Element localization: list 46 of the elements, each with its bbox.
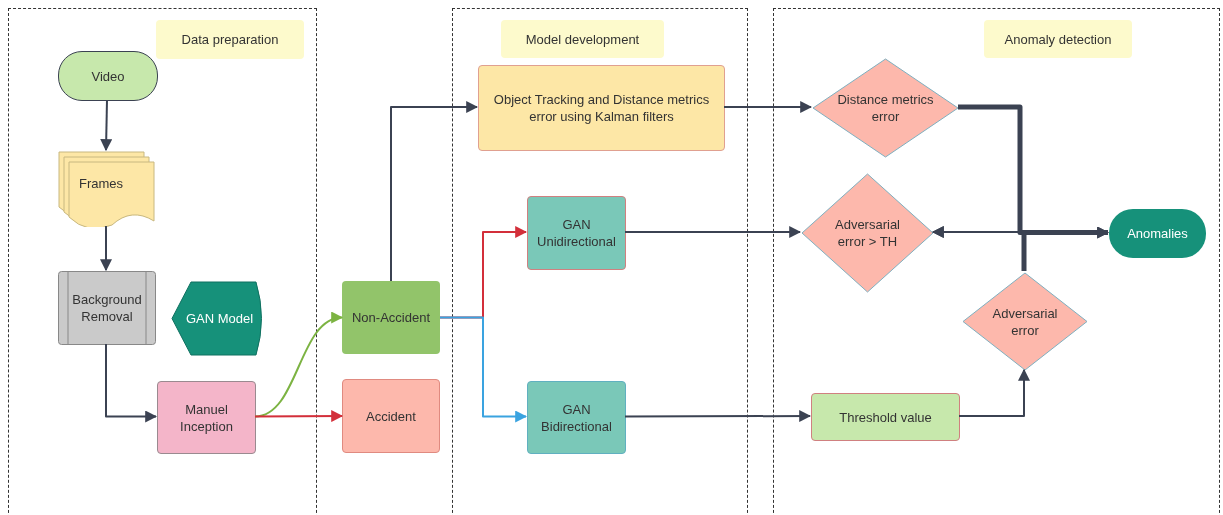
- document-stack: [58, 151, 156, 227]
- node-label: Background Removal: [71, 291, 143, 325]
- decision-diamond: [962, 272, 1088, 371]
- node-label: Object Tracking and Distance metrics error using Kalman filters: [492, 91, 711, 125]
- arrow: [105, 343, 158, 423]
- end-terminal: [1109, 209, 1206, 258]
- node-label: Manuel Inception: [179, 400, 234, 435]
- arrow: [439, 316, 528, 423]
- node-label: GAN Model: [184, 310, 255, 327]
- section-heading: Anomaly detection: [984, 20, 1132, 58]
- node-label: Anomalies: [1126, 225, 1189, 242]
- arrow: [723, 101, 813, 113]
- node-label: Adversarial error: [991, 304, 1059, 339]
- node-label: Non-Accident: [350, 309, 431, 326]
- node-label: Adversarial error > TH: [834, 216, 901, 250]
- section-panel: [773, 8, 1220, 515]
- node-label: Threshold value: [838, 408, 933, 426]
- process-box: [478, 65, 725, 151]
- section-panel: [452, 8, 748, 515]
- arrow: [624, 226, 802, 238]
- process-box: [527, 196, 626, 270]
- node-label: Distance metrics error: [836, 91, 935, 125]
- decision-diamond: [812, 58, 959, 158]
- arrow: [100, 225, 112, 272]
- process-box: [342, 281, 440, 354]
- arrow: [958, 368, 1030, 417]
- arrow: [390, 101, 479, 282]
- node-label: GAN Bidirectional: [540, 400, 613, 435]
- process-box: [58, 271, 156, 345]
- node-label: Frames: [78, 174, 125, 193]
- process-box: [811, 393, 960, 441]
- process-box: [342, 379, 440, 453]
- section-heading: Model development: [501, 20, 664, 58]
- arrow: [254, 410, 344, 423]
- node-label: Accident: [365, 407, 417, 425]
- arrow: [100, 99, 113, 152]
- decision-diamond: [801, 173, 934, 293]
- node-label: GAN Unidirectional: [536, 216, 617, 250]
- process-box: [157, 381, 256, 454]
- arrow: [1021, 226, 1110, 271]
- arrow: [624, 410, 812, 423]
- section-heading: Data preparation: [156, 20, 304, 59]
- section-panel: [8, 8, 317, 515]
- start-terminal: [58, 51, 158, 101]
- process-box: [527, 381, 626, 454]
- node-label: Video: [90, 67, 126, 85]
